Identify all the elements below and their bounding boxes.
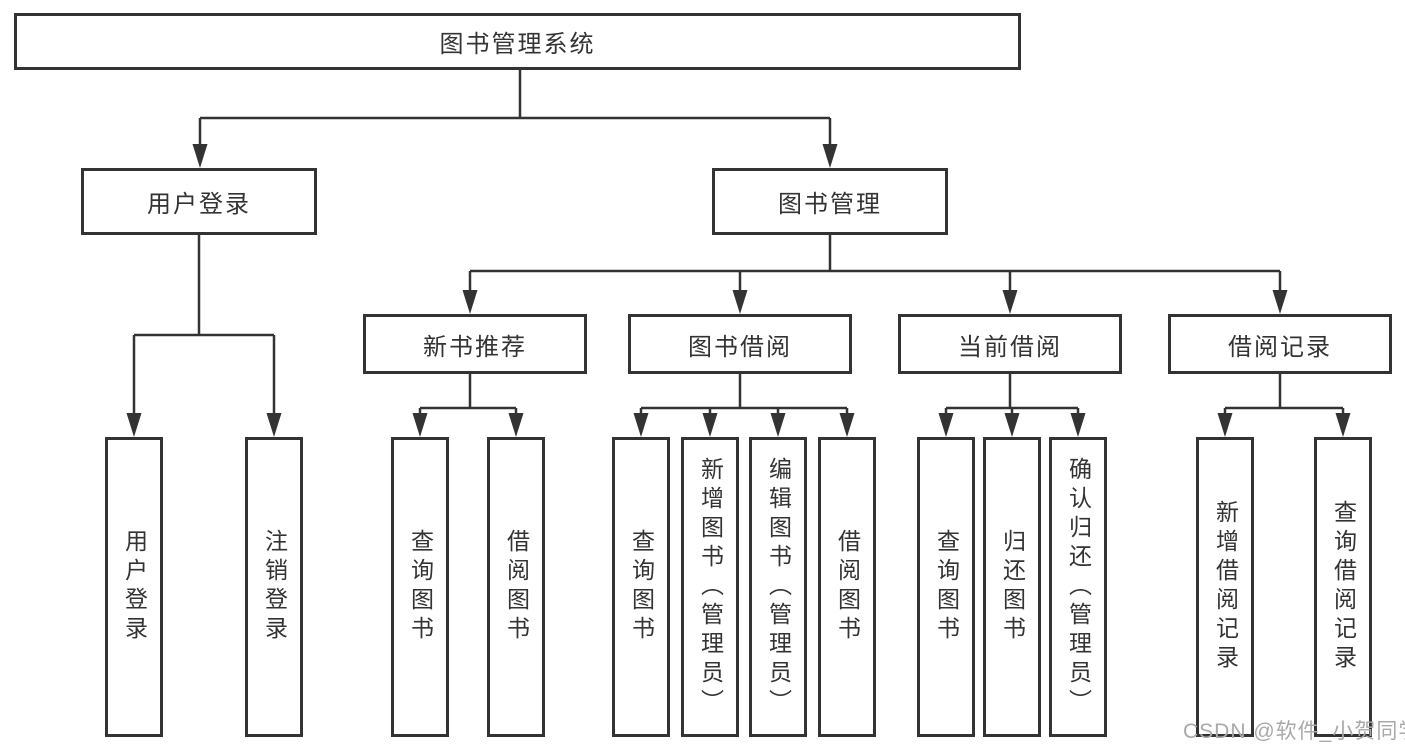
node-book-management: 图书管理: [712, 168, 948, 235]
leaf-user-login: 用户登录: [105, 437, 163, 737]
leaf-label: 注销登录: [261, 529, 288, 645]
leaf-cb-return-books: 归还图书: [983, 437, 1041, 737]
leaf-label: 查询图书: [628, 529, 655, 645]
node-new-book-recommend: 新书推荐: [363, 314, 587, 374]
leaf-bb-query-books: 查询图书: [612, 437, 670, 737]
leaf-label: 归还图书: [999, 529, 1026, 645]
leaf-logout: 注销登录: [245, 437, 303, 737]
leaf-cb-query-books: 查询图书: [917, 437, 975, 737]
leaf-br-add-record: 新增借阅记录: [1196, 437, 1254, 737]
csdn-watermark: CSDN @软件_小贺同学: [1183, 720, 1405, 743]
leaf-label: 新增借阅记录: [1212, 500, 1239, 674]
node-book-borrowing: 图书借阅: [628, 314, 852, 374]
leaf-label: 查询图书: [933, 529, 960, 645]
leaf-label: 编辑图书（管理员）: [765, 456, 792, 718]
leaf-label: 确认归还（管理员）: [1065, 456, 1092, 718]
node-current-borrowing: 当前借阅: [898, 314, 1122, 374]
leaf-label: 借阅图书: [503, 529, 530, 645]
leaf-bb-borrow-books: 借阅图书: [818, 437, 876, 737]
node-borrow-records: 借阅记录: [1168, 314, 1392, 374]
leaf-cb-confirm-return-admin: 确认归还（管理员）: [1049, 437, 1107, 737]
leaf-label: 借阅图书: [834, 529, 861, 645]
leaf-label: 用户登录: [121, 529, 148, 645]
leaf-bb-add-books-admin: 新增图书（管理员）: [681, 437, 739, 737]
leaf-label: 新增图书（管理员）: [697, 456, 724, 718]
leaf-br-query-record: 查询借阅记录: [1314, 437, 1372, 737]
connector-lines: [132, 69, 1345, 418]
arrowheads: [126, 144, 1351, 437]
node-library-system: 图书管理系统: [14, 13, 1021, 70]
node-user-login: 用户登录: [81, 168, 317, 235]
leaf-nbr-query-books: 查询图书: [391, 437, 449, 737]
leaf-bb-edit-books-admin: 编辑图书（管理员）: [749, 437, 807, 737]
leaf-label: 查询图书: [407, 529, 434, 645]
leaf-label: 查询借阅记录: [1330, 500, 1357, 674]
leaf-nbr-borrow-books: 借阅图书: [487, 437, 545, 737]
